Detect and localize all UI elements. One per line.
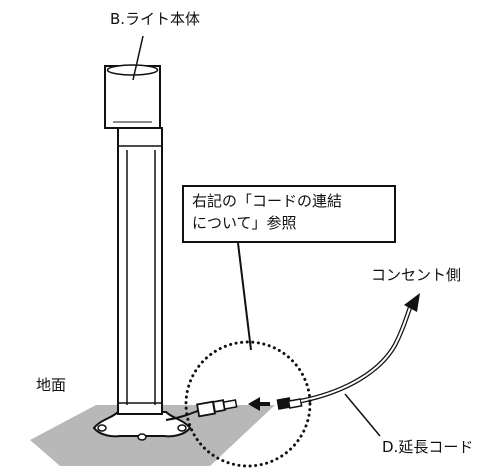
outlet-arrow [404, 293, 420, 312]
light-head [104, 65, 161, 129]
connect-arrow [248, 397, 270, 411]
extension-cord-label: D.延長コード [382, 438, 474, 456]
light-leader-line [132, 35, 144, 81]
callout-pointer [237, 242, 252, 351]
cord-connector-right [276, 397, 303, 410]
cord-leader-line [344, 393, 381, 437]
base-bolt [97, 424, 107, 432]
outlet-side-label: コンセント側 [371, 266, 462, 284]
cord-connector-left [196, 399, 238, 418]
ground-label: 地面 [36, 376, 67, 394]
extension-cord [300, 304, 414, 404]
light-body-label: B.ライト本体 [110, 10, 201, 28]
callout-line-1: 右記の「コードの連結 [192, 192, 343, 210]
callout-box: 右記の「コードの連結 について」参照 [182, 185, 396, 243]
base-bolt [137, 433, 147, 441]
base-bolt [177, 424, 187, 432]
light-base [92, 411, 192, 438]
detail-circle [184, 340, 312, 468]
callout-line-2: について」参照 [192, 214, 297, 232]
